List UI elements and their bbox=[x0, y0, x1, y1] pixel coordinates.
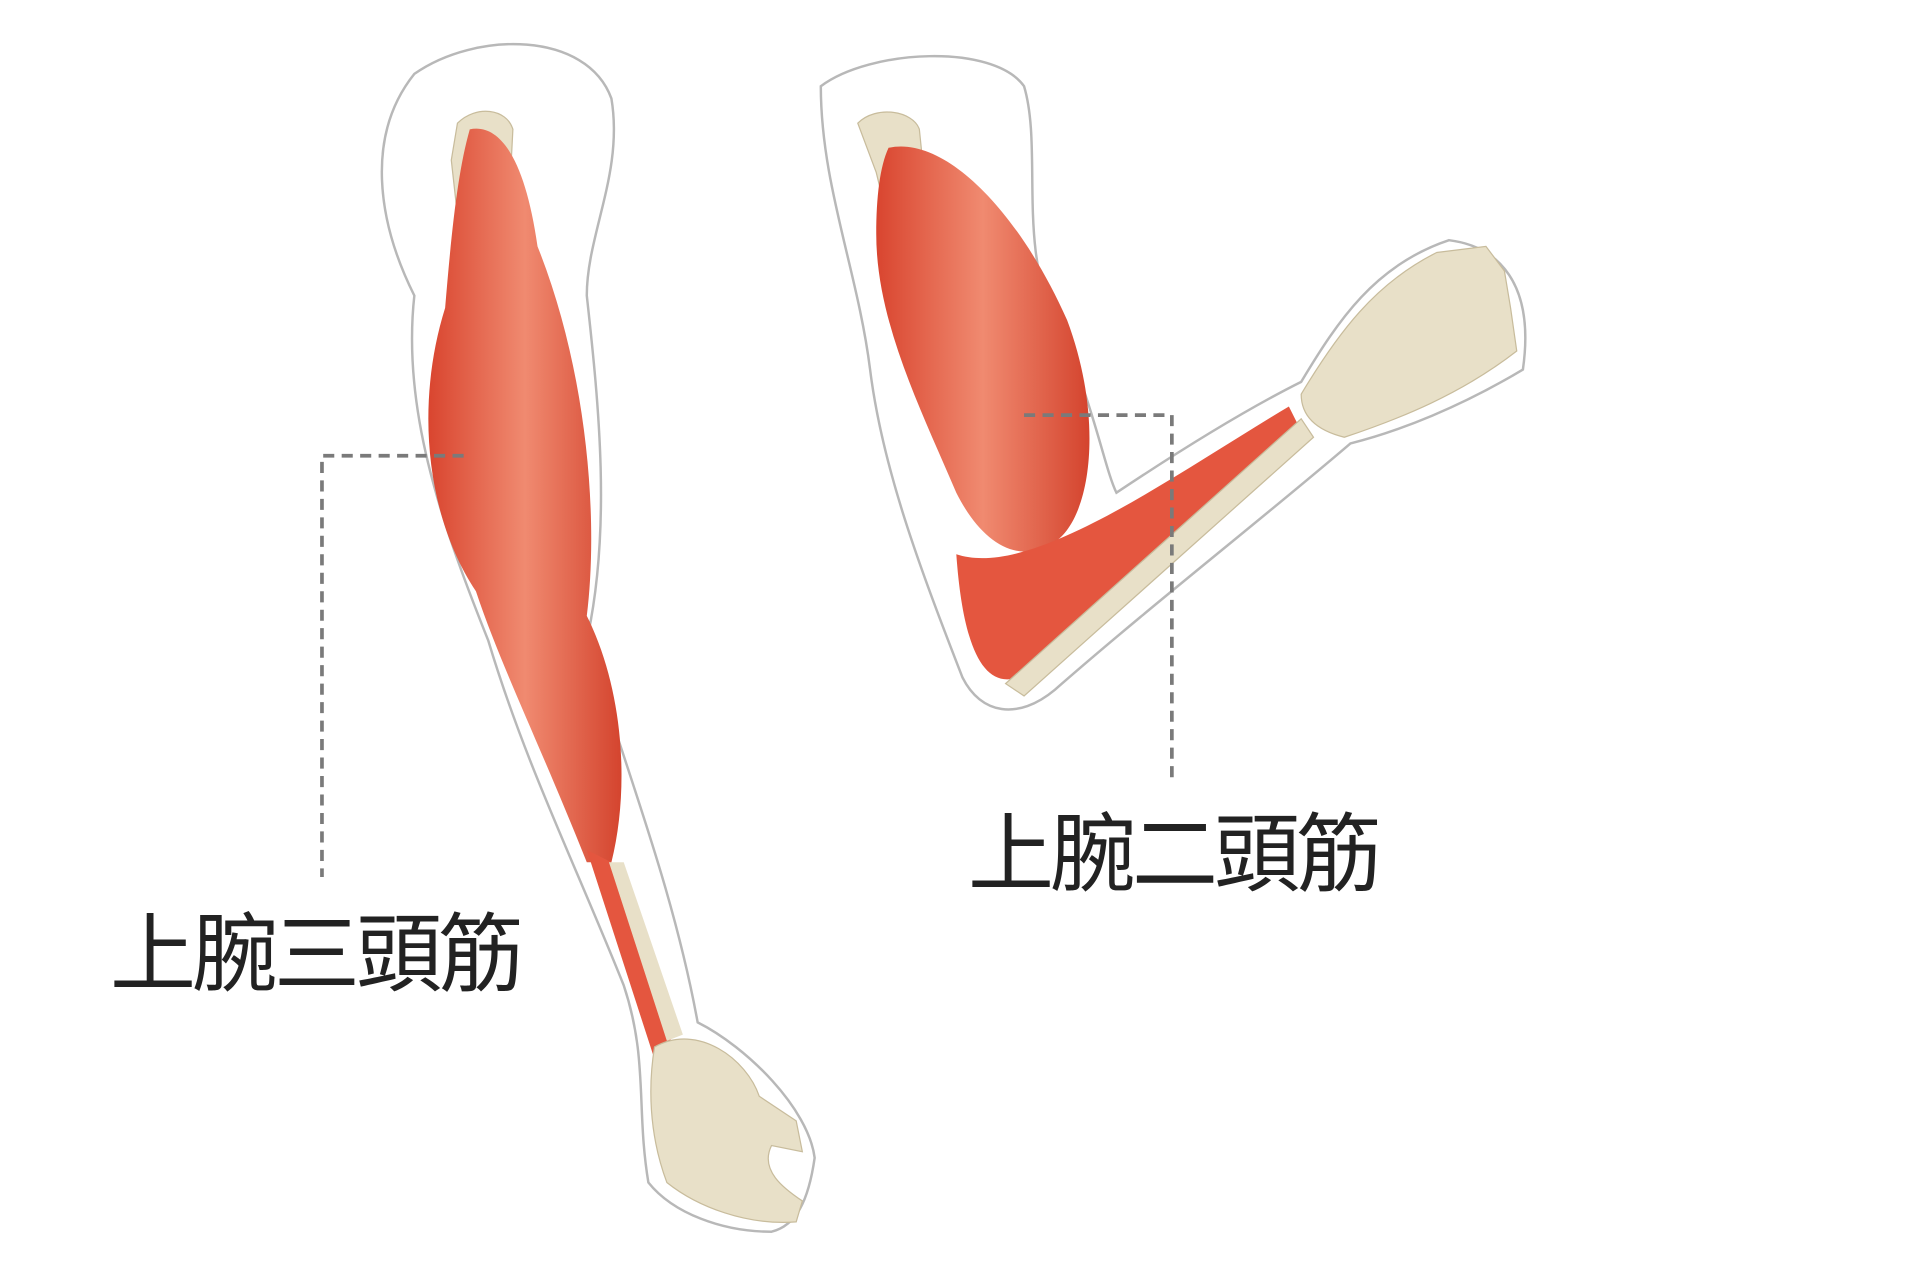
triceps-leader-line bbox=[320, 453, 464, 877]
biceps-leader-line bbox=[1024, 413, 1174, 784]
extended-arm-outline bbox=[380, 43, 816, 1233]
forearm-muscle bbox=[586, 849, 674, 1060]
extended-arm-illustration bbox=[380, 43, 816, 1233]
right-hand-skeleton bbox=[1300, 245, 1518, 438]
forearm-muscle-flexed bbox=[956, 406, 1302, 680]
biceps-muscle bbox=[876, 146, 1090, 552]
flexed-arm-illustration bbox=[819, 54, 1527, 711]
biceps-label: 上腕二頭筋 bbox=[968, 805, 1382, 905]
triceps-muscle bbox=[428, 128, 622, 863]
forearm-bones-flexed bbox=[1004, 417, 1315, 697]
left-hand-skeleton bbox=[650, 1038, 804, 1223]
forearm-bones bbox=[608, 862, 683, 1041]
triceps-label: 上腕三頭筋 bbox=[110, 905, 524, 1005]
